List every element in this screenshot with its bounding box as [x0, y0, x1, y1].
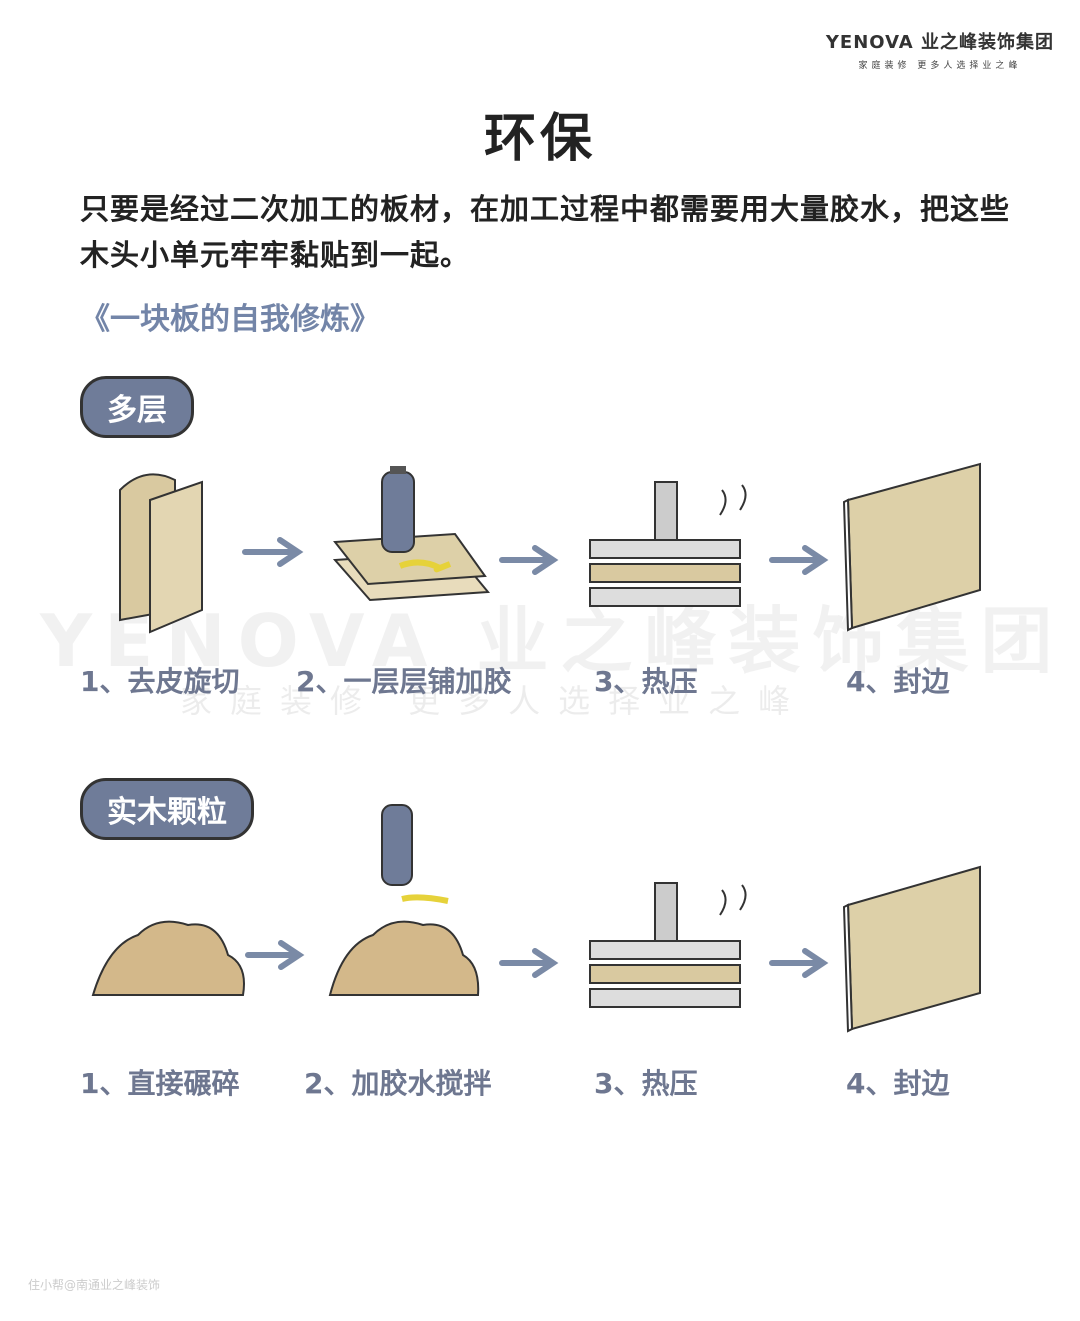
multilayer-process-illustration	[119, 462, 981, 634]
step-label: 2、一层层铺加胶	[296, 665, 512, 698]
glue-layers-icon	[332, 466, 491, 602]
arrow-icon	[769, 948, 829, 978]
watermark-sub: 家庭装修 更多人选择业之峰	[180, 682, 809, 720]
description: 只要是经过二次加工的板材，在加工过程中都需要用大量胶水，把这些木头小单元牢牢黏贴…	[80, 192, 1011, 272]
step-label: 2、加胶水搅拌	[304, 1067, 492, 1100]
arrow-icon	[245, 940, 305, 970]
arrow-icon	[242, 537, 304, 567]
arrow-icon	[769, 545, 829, 575]
credit-watermark: 住小帮@南通业之峰装饰	[28, 1278, 161, 1292]
arrow-icon	[499, 545, 559, 575]
step-label: 3、热压	[594, 665, 698, 698]
arrow-icon	[499, 948, 559, 978]
wood-chips-icon	[91, 920, 245, 996]
page-title: 环保	[483, 109, 596, 169]
subtitle: 《一块板的自我修炼》	[80, 302, 380, 337]
section-label-particle: 实木颗粒	[80, 778, 254, 840]
step-label: 4、封边	[846, 665, 950, 698]
hot-press-icon	[589, 882, 747, 1008]
section-label-multilayer: 多层	[80, 376, 194, 438]
step-label: 1、去皮旋切	[80, 665, 240, 698]
logo-brand: YENOVA 业之峰装饰集团	[825, 32, 1054, 53]
veneer-sheets-icon	[119, 473, 203, 634]
particle-process-illustration	[91, 804, 981, 1033]
glue-mix-icon	[328, 804, 480, 996]
finished-board-icon	[842, 865, 981, 1033]
finished-board-icon	[842, 462, 981, 632]
brand-logo: YENOVA 业之峰装饰集团 家庭装修 更多人选择业之峰	[826, 28, 1054, 71]
step-label: 4、封边	[846, 1067, 950, 1100]
logo-tagline: 家庭装修 更多人选择业之峰	[858, 61, 1022, 71]
step-label: 1、直接碾碎	[80, 1067, 240, 1100]
step-label: 3、热压	[594, 1067, 698, 1100]
hot-press-icon	[589, 481, 747, 607]
